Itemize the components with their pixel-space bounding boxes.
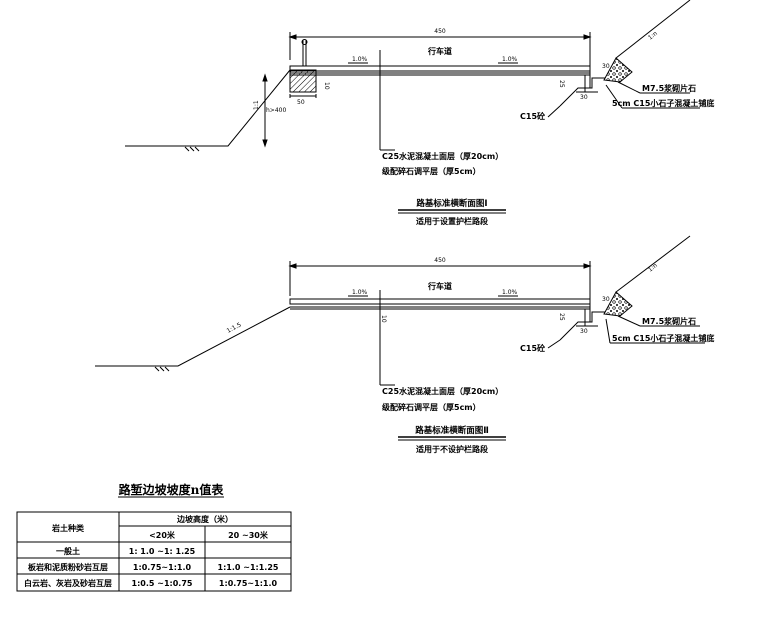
section-1-labels: 450 行车道 1.0% 1.0% 50 10 1:1 h>400 1:n 25… — [253, 28, 714, 226]
section-2-slope-right: 1.0% — [502, 289, 518, 296]
section-2-dim-30a: 30 — [602, 296, 610, 303]
cross-section-1 — [125, 0, 700, 213]
table-row: 白云岩、灰岩及砂岩互层 1:0.5 ~1:0.75 1:0.75~1:1.0 — [24, 578, 278, 588]
section-1-dim-30a: 30 — [602, 63, 610, 70]
section-1-dim-50: 50 — [297, 99, 305, 106]
row-value-col1: 1:0.5 ~1:0.75 — [132, 579, 193, 588]
section-1-slope-left: 1.0% — [352, 56, 368, 63]
header-col-under-20: <20米 — [149, 530, 176, 540]
section-1-masonry: M7.5浆砌片石 — [642, 83, 696, 93]
section-1-fill-ratio: 1:1 — [253, 100, 260, 110]
header-slope-height: 边坡高度（米） — [176, 514, 233, 524]
section-2-c15: C15砼 — [520, 343, 546, 353]
section-1-width: 450 — [434, 28, 446, 35]
section-2-layer-2: 级配碎石调平层（厚5cm） — [381, 402, 481, 412]
row-value-col1: 1:0.75~1:1.0 — [133, 563, 192, 572]
section-1-dim-10: 10 — [323, 82, 330, 90]
section-1-layer-1: C25水泥混凝土面层（厚20cm） — [382, 151, 503, 161]
row-soil: 板岩和泥质粉砂岩互层 — [28, 562, 108, 572]
table-title: 路堑边坡坡度n值表 — [119, 482, 225, 497]
section-1-bedding: 5cm C15小石子混凝土铺底 — [612, 98, 714, 108]
row-soil: 一般土 — [56, 546, 80, 556]
section-2-dim-30b: 30 — [580, 328, 588, 335]
section-2-slope-left: 1.0% — [352, 289, 368, 296]
section-1-slope-right: 1.0% — [502, 56, 518, 63]
section-2-dim-10: 10 — [380, 315, 387, 323]
slope-table: 路堑边坡坡度n值表 岩土种类 边坡高度（米） <20米 20 ~30米 一般土 … — [17, 482, 291, 591]
section-2-bedding: 5cm C15小石子混凝土铺底 — [612, 333, 714, 343]
section-2-dim-25: 25 — [558, 313, 565, 321]
section-1-dim-25: 25 — [558, 80, 565, 88]
section-1-cut-ratio: 1:n — [647, 30, 659, 42]
row-value-col1: 1: 1.0 ~1: 1.25 — [129, 547, 196, 556]
row-value-col2: 1:1.0 ~1:1.25 — [218, 563, 279, 572]
row-value-col2: 1:0.75~1:1.0 — [219, 579, 278, 588]
section-1-title: 路基标准横断面图Ⅰ — [416, 198, 487, 209]
table-row: 一般土 1: 1.0 ~1: 1.25 — [56, 546, 196, 556]
section-1-dim-30b: 30 — [580, 94, 588, 101]
header-col-20-30: 20 ~30米 — [228, 530, 269, 540]
table-row: 板岩和泥质粉砂岩互层 1:0.75~1:1.0 1:1.0 ~1:1.25 — [28, 562, 279, 572]
section-2-carriageway: 行车道 — [427, 281, 452, 291]
section-1-c15: C15砼 — [520, 111, 546, 121]
section-2-labels: 450 行车道 1.0% 1.0% 1:1.5 10 1:n 25 30 30 … — [226, 257, 715, 454]
section-2-cut-ratio: 1:n — [647, 262, 659, 274]
cross-section-2 — [95, 236, 705, 440]
section-2-title: 路基标准横断面图Ⅱ — [415, 425, 489, 436]
section-2-width: 450 — [434, 257, 446, 264]
section-1-layer-2: 级配碎石调平层（厚5cm） — [381, 166, 481, 176]
row-soil: 白云岩、灰岩及砂岩互层 — [24, 578, 112, 588]
section-1-dim-h: h>400 — [266, 107, 286, 114]
section-2-layer-1: C25水泥混凝土面层（厚20cm） — [382, 386, 503, 396]
section-1-carriageway: 行车道 — [427, 46, 452, 56]
section-2-subtitle: 适用于不设护栏路段 — [416, 444, 488, 454]
section-1-subtitle: 适用于设置护栏路段 — [416, 216, 488, 226]
header-soil-type: 岩土种类 — [51, 523, 84, 533]
section-2-masonry: M7.5浆砌片石 — [642, 316, 696, 326]
